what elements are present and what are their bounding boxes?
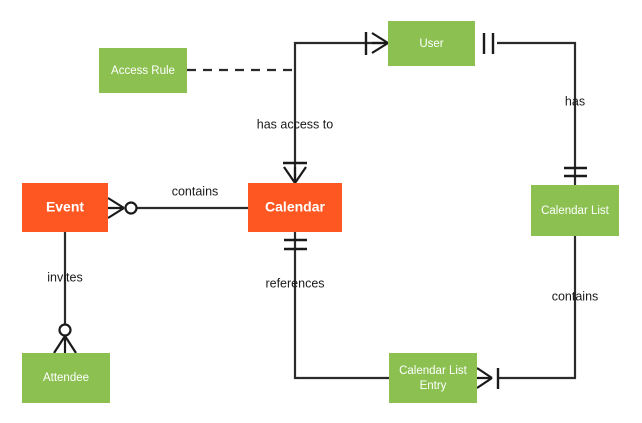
entity-attendee-label: Attendee — [43, 372, 89, 384]
entity-calendar-list-label: Calendar List — [541, 205, 610, 217]
entity-calendar-list-entry-box[interactable] — [389, 353, 477, 403]
entity-access-rule-label: Access Rule — [111, 65, 175, 77]
relationship-label-has-access-to: has access to — [257, 117, 333, 131]
entity-user-label: User — [419, 38, 443, 50]
entity-calendar-list-box[interactable] — [531, 185, 619, 236]
entity-calendar-list-entry-label-line2: Entry — [420, 380, 447, 392]
relationship-label-invites: invites — [47, 270, 82, 284]
entity-attendee[interactable]: Attendee — [22, 353, 110, 403]
relationship-label-contains-entry: contains — [552, 289, 599, 303]
edge-calendarlist-calendarlistentry — [497, 236, 577, 380]
relationship-label-group: has access to contains invites has conta… — [47, 94, 598, 303]
relationship-label-references: references — [265, 276, 324, 290]
entity-calendar-list[interactable]: Calendar List — [531, 185, 619, 236]
cardinality-attendee-top-zero-or-many — [53, 323, 77, 354]
entity-calendar-list-entry[interactable]: Calendar List Entry — [389, 353, 477, 403]
entity-event-box[interactable] — [22, 183, 108, 232]
entity-user-box[interactable] — [388, 21, 475, 66]
entity-event[interactable]: Event — [22, 183, 108, 232]
entity-user[interactable]: User — [388, 21, 475, 66]
cardinality-group — [53, 32, 587, 389]
edge-calendar-user — [293, 41, 382, 183]
entity-calendar-label: Calendar — [265, 199, 325, 215]
cardinality-calendarlist-top-exactly-one — [564, 166, 587, 178]
cardinality-calendar-top-one-or-many — [283, 161, 307, 184]
entity-calendar-list-entry-label-line1: Calendar List — [399, 365, 468, 377]
relationship-label-has: has — [565, 94, 585, 108]
entity-access-rule-box[interactable] — [99, 48, 187, 93]
edge-calendar-calendarlistentry — [293, 232, 389, 380]
cardinality-calendar-bottom-exactly-one — [284, 238, 307, 251]
relationship-label-contains-calendar: contains — [172, 184, 219, 198]
cardinality-user-right-exactly-one — [482, 33, 495, 54]
edge-group — [63, 41, 577, 380]
entity-event-label: Event — [46, 199, 84, 215]
entity-attendee-box[interactable] — [22, 353, 110, 403]
cardinality-user-left-one-or-many — [364, 32, 389, 55]
edge-user-calendarlist — [497, 41, 577, 185]
entity-access-rule[interactable]: Access Rule — [99, 48, 187, 93]
entity-calendar[interactable]: Calendar — [248, 183, 342, 232]
cardinality-calendarlistentry-right-one-or-many — [476, 367, 500, 389]
entity-calendar-box[interactable] — [248, 183, 342, 232]
cardinality-event-right-zero-or-many — [107, 197, 138, 219]
